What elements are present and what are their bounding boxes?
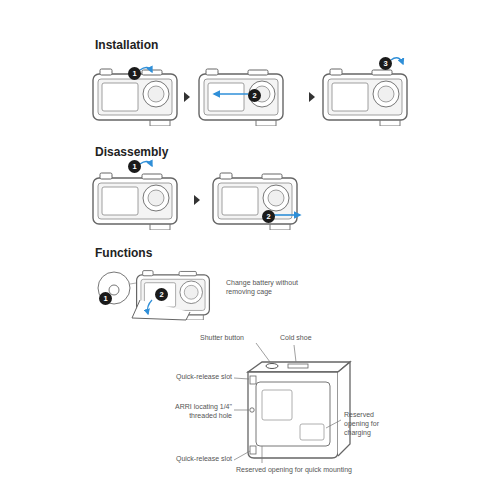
callout-text: 1 (103, 294, 107, 303)
part-label: Quick-release slot (140, 455, 232, 464)
callout-number: 1 (128, 67, 141, 80)
callout-number: 1 (99, 292, 112, 305)
callout-number: 2 (248, 89, 261, 102)
part-label: ARRI locating 1/4" threaded hole (150, 403, 232, 421)
callout-text: 2 (252, 91, 256, 100)
callout-number: 2 (155, 288, 168, 301)
function-note: Change battery without removing cage (226, 279, 326, 297)
part-label: Cold shoe (280, 334, 340, 343)
section-heading: Installation (95, 38, 225, 53)
part-label: Quick-release slot (140, 373, 232, 382)
callout-number: 1 (128, 160, 141, 173)
callout-text: 3 (383, 59, 387, 68)
section-heading: Disassembly (95, 145, 225, 160)
part-label: Shutter button (200, 334, 274, 343)
callout-text: 2 (159, 290, 163, 299)
callout-number: 3 (379, 57, 392, 70)
part-label: Reserved opening for charging (344, 411, 398, 437)
callout-text: 2 (266, 212, 270, 221)
section-heading: Functions (95, 246, 225, 261)
callout-text: 1 (132, 69, 136, 78)
callout-number: 2 (262, 210, 275, 223)
callout-text: 1 (132, 162, 136, 171)
part-label: Reserved opening for quick mounting (236, 466, 386, 475)
